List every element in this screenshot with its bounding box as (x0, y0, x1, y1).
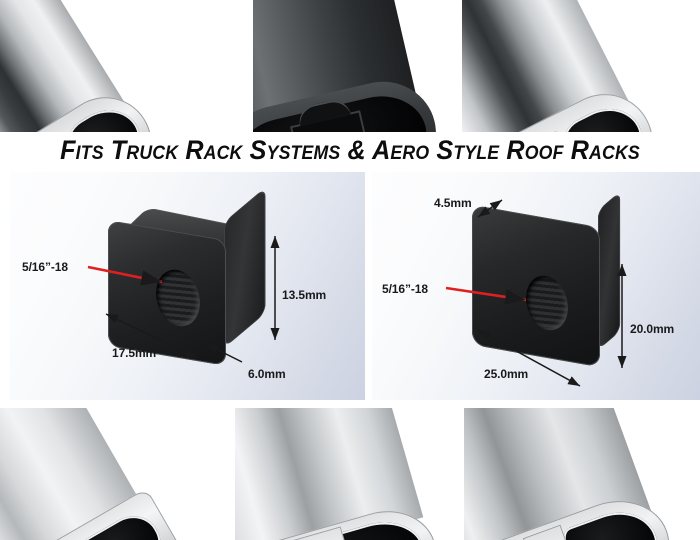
photo-silver-aero-crossbar-cutaway (462, 0, 700, 132)
label-dimension-thickness: 4.5mm (434, 196, 472, 210)
part-side-face (224, 187, 266, 348)
photo-silver-wing-bar-cutaway (0, 408, 228, 540)
label-thread-spec: 5/16”-18 (22, 260, 68, 274)
photo-silver-oval-twin-chamber-bar-cutaway (464, 408, 700, 540)
label-dimension-length: 17.5mm (112, 346, 157, 360)
bar-body (253, 0, 441, 132)
photo-silver-twin-oval-crossbar-cutaway (0, 0, 232, 132)
label-dimension-height: 20.0mm (630, 322, 675, 336)
part-thick-t-nut-block (98, 186, 288, 366)
headline-band: Fits Truck Rack Systems & Aero Style Roo… (0, 132, 700, 172)
label-dimension-height: 13.5mm (282, 288, 327, 302)
bar-body (464, 408, 696, 540)
part-side-face (598, 191, 621, 350)
photo-black-aero-bar-cutaway (253, 0, 441, 132)
label-dimension-depth: 6.0mm (248, 367, 286, 381)
label-dimension-length: 25.0mm (484, 367, 529, 381)
diagram-panel-thick-t-nut: 5/16”-18 13.5mm 17.5mm 6.0mm (10, 172, 365, 400)
diagram-panel-thin-t-nut-plate: 4.5mm 5/16”-18 20.0mm 25.0mm (372, 172, 700, 400)
bar-body (462, 0, 692, 132)
top-photo-strip (0, 0, 700, 132)
page-title: Fits Truck Rack Systems & Aero Style Roo… (60, 135, 640, 165)
bar-body (0, 408, 204, 540)
photo-silver-oval-h-web-bar-cutaway (235, 408, 457, 540)
bar-body (235, 408, 457, 540)
label-thread-spec: 5/16”-18 (382, 282, 428, 296)
part-thin-t-nut-plate (464, 191, 640, 370)
bottom-photo-strip (0, 408, 700, 540)
bar-body (0, 0, 201, 132)
